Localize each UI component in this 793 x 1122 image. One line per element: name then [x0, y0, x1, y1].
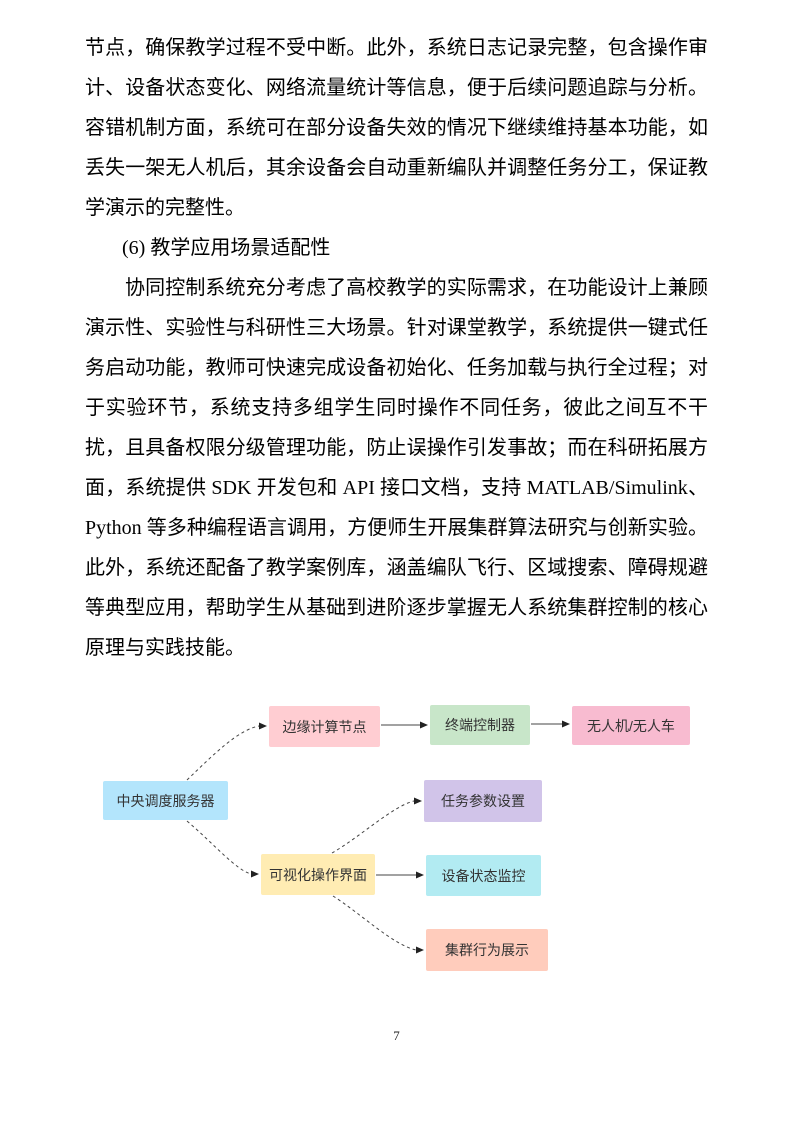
- edge-central-server-to-edge-node: [186, 725, 260, 781]
- diagram-node-central-server: 中央调度服务器: [103, 781, 228, 820]
- page-number: 7: [393, 1028, 400, 1043]
- edge-visual-ui-to-task-params: [331, 800, 415, 854]
- diagram-node-task-params: 任务参数设置: [424, 780, 542, 822]
- arrowhead-icon: [416, 946, 424, 954]
- paragraph-body: 协同控制系统充分考虑了高校教学的实际需求，在功能设计上兼顾演示性、实验性与科研性…: [85, 277, 708, 659]
- edge-central-server-to-visual-ui: [186, 820, 252, 875]
- document-body: 节点，确保教学过程不受中断。此外，系统日志记录完整，包含操作审计、设备状态变化、…: [85, 28, 708, 668]
- arrowhead-icon: [414, 797, 422, 805]
- arrowhead-icon: [416, 871, 424, 879]
- diagram-node-edge-node: 边缘计算节点: [269, 706, 380, 747]
- paragraph-continuation: 节点，确保教学过程不受中断。此外，系统日志记录完整，包含操作审计、设备状态变化、…: [85, 37, 708, 219]
- diagram-node-terminal-controller: 终端控制器: [430, 705, 530, 745]
- diagram-node-swarm-display: 集群行为展示: [426, 929, 548, 971]
- arrowhead-icon: [259, 722, 267, 730]
- arrowhead-icon: [420, 721, 428, 729]
- diagram-node-uav-ugv: 无人机/无人车: [572, 706, 690, 745]
- section-heading: (6) 教学应用场景适配性: [122, 237, 331, 259]
- diagram-node-device-monitor: 设备状态监控: [426, 855, 541, 896]
- arrowhead-icon: [251, 870, 259, 878]
- arrowhead-icon: [562, 720, 570, 728]
- edge-visual-ui-to-swarm-display: [332, 895, 417, 951]
- diagram-node-visual-ui: 可视化操作界面: [261, 854, 375, 895]
